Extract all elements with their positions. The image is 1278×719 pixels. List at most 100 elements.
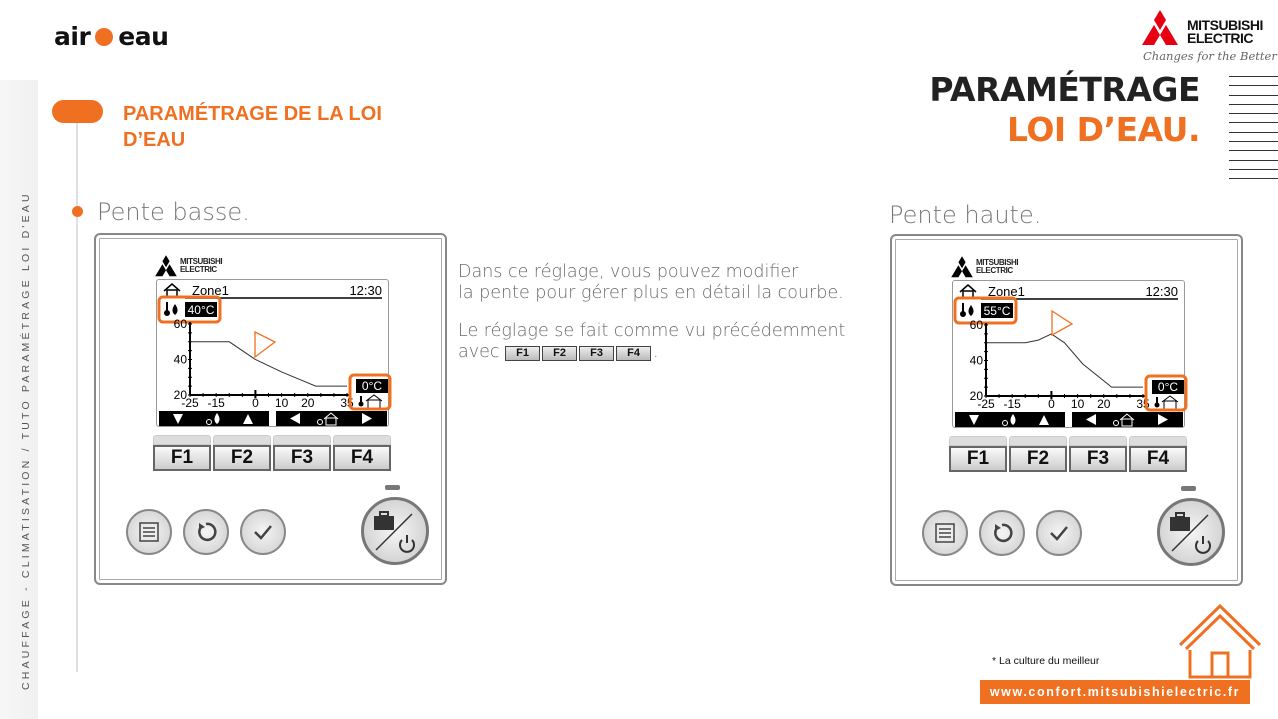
y-tick-label: 20 xyxy=(970,389,984,403)
menu-list-icon xyxy=(139,522,159,542)
brand-slogan: Changes for the Better xyxy=(1143,49,1277,63)
desc-line: avec xyxy=(458,342,500,362)
brand1: MITSUBISHI xyxy=(976,258,1019,267)
confirm-button[interactable] xyxy=(1036,510,1082,556)
brand2: ELECTRIC xyxy=(976,266,1013,275)
up-arrow-icon[interactable] xyxy=(1039,415,1049,425)
function-key-f4[interactable]: F4 xyxy=(1129,436,1187,474)
thermometer-house-icon xyxy=(1154,395,1179,410)
function-key-label: F2 xyxy=(1009,446,1067,472)
down-arrow-icon[interactable] xyxy=(173,414,183,424)
function-key-f4[interactable]: F4 xyxy=(333,435,391,473)
y-tick-label: 40 xyxy=(174,353,188,367)
logo-left: air xyxy=(54,22,91,51)
back-button[interactable] xyxy=(979,510,1025,556)
website-link[interactable]: www.confort.mitsubishielectric.fr xyxy=(980,680,1250,704)
y-tick-label: 40 xyxy=(970,354,984,368)
power-button[interactable] xyxy=(361,497,429,565)
function-key-label: F1 xyxy=(153,445,211,471)
left-arrow-icon[interactable] xyxy=(290,413,300,424)
bullet-dot xyxy=(72,206,83,217)
brand1: MITSUBISHI xyxy=(180,257,223,266)
x-tick-label: -25 xyxy=(977,397,995,411)
function-key-f1[interactable]: F1 xyxy=(153,435,211,473)
flow-temp-value: 55°C xyxy=(984,304,1011,318)
y-tick-label: 60 xyxy=(970,318,984,332)
sidebar-vertical-text: CHAUFFAGE - CLIMATISATION / TUTO PARAMÉT… xyxy=(20,191,32,690)
function-key-f2[interactable]: F2 xyxy=(213,435,271,473)
check-icon xyxy=(254,525,272,540)
title-line1: PARAMÉTRAGE xyxy=(929,70,1200,109)
power-suitcase-icon xyxy=(1170,512,1211,554)
confirm-button[interactable] xyxy=(240,509,286,555)
function-key-f3[interactable]: F3 xyxy=(273,435,331,473)
outdoor-temp-value: 0°C xyxy=(1158,380,1178,394)
water-law-curve xyxy=(190,341,347,387)
right-arrow-icon[interactable] xyxy=(362,413,372,424)
title-line2: LOI D’EAU. xyxy=(1007,110,1200,149)
caption-pente-basse: Pente basse. xyxy=(97,198,250,226)
function-key-label: F2 xyxy=(213,445,271,471)
function-key-f1[interactable]: F1 xyxy=(949,436,1007,474)
desc-line: Le réglage se fait comme vu précédemment xyxy=(458,321,846,341)
zone-label: Zone1 xyxy=(988,284,1025,299)
status-led xyxy=(1181,486,1196,491)
status-led xyxy=(385,485,400,490)
pointer-icon xyxy=(254,330,277,359)
left-arrow-icon[interactable] xyxy=(1086,414,1096,425)
clock: 12:30 xyxy=(1145,284,1178,299)
function-key-f3[interactable]: F3 xyxy=(1069,436,1127,474)
check-icon xyxy=(1050,526,1068,541)
decorative-stripes xyxy=(1229,76,1278,188)
function-key-label: F1 xyxy=(949,446,1007,472)
timeline-line xyxy=(76,122,78,672)
x-tick-label: 0 xyxy=(252,396,259,410)
section-title: PARAMÉTRAGE DE LA LOI D’EAU xyxy=(123,103,382,151)
house-icon xyxy=(959,284,977,299)
back-button[interactable] xyxy=(183,509,229,555)
desc-suffix: . xyxy=(653,342,659,362)
outdoor-temp-value: 0°C xyxy=(362,379,382,393)
undo-icon xyxy=(198,522,217,542)
brand2: ELECTRIC xyxy=(180,265,217,274)
function-key-f2[interactable]: F2 xyxy=(1009,436,1067,474)
zone-label: Zone1 xyxy=(192,283,229,298)
clock: 12:30 xyxy=(349,283,382,298)
x-tick-label: -25 xyxy=(181,396,199,410)
y-tick-label: 20 xyxy=(174,388,188,402)
function-key-label: F4 xyxy=(333,445,391,471)
function-key-label: F4 xyxy=(1129,446,1187,472)
thermometer-drop-icon xyxy=(1002,414,1016,426)
water-law-curve xyxy=(986,333,1143,388)
x-tick-label: 10 xyxy=(275,396,289,410)
x-tick-label: -15 xyxy=(1003,397,1021,411)
mini-key-f1: F1 xyxy=(505,346,541,361)
x-tick-label: 20 xyxy=(1097,397,1111,411)
logo-right: eau xyxy=(118,22,169,51)
down-arrow-icon[interactable] xyxy=(969,415,979,425)
x-tick-label: -15 xyxy=(207,396,225,410)
x-tick-label: 10 xyxy=(1071,397,1085,411)
thermometer-house-icon xyxy=(317,412,339,426)
power-button[interactable] xyxy=(1157,498,1225,566)
menu-button[interactable] xyxy=(922,510,968,556)
house-icon xyxy=(1178,603,1262,679)
highlight-outdoor-temp xyxy=(1144,374,1188,412)
thermometer-drop-icon xyxy=(960,303,974,317)
power-suitcase-icon xyxy=(374,511,415,553)
menu-button[interactable] xyxy=(126,509,172,555)
x-tick-label: 0 xyxy=(1048,397,1055,411)
footnote: * La culture du meilleur xyxy=(992,655,1100,667)
up-arrow-icon[interactable] xyxy=(243,414,253,424)
caption-pente-haute: Pente haute. xyxy=(889,201,1042,229)
desc-line: Dans ce réglage, vous pouvez modifier xyxy=(458,262,799,282)
thermometer-house-icon xyxy=(358,394,383,409)
right-arrow-icon[interactable] xyxy=(1158,414,1168,425)
